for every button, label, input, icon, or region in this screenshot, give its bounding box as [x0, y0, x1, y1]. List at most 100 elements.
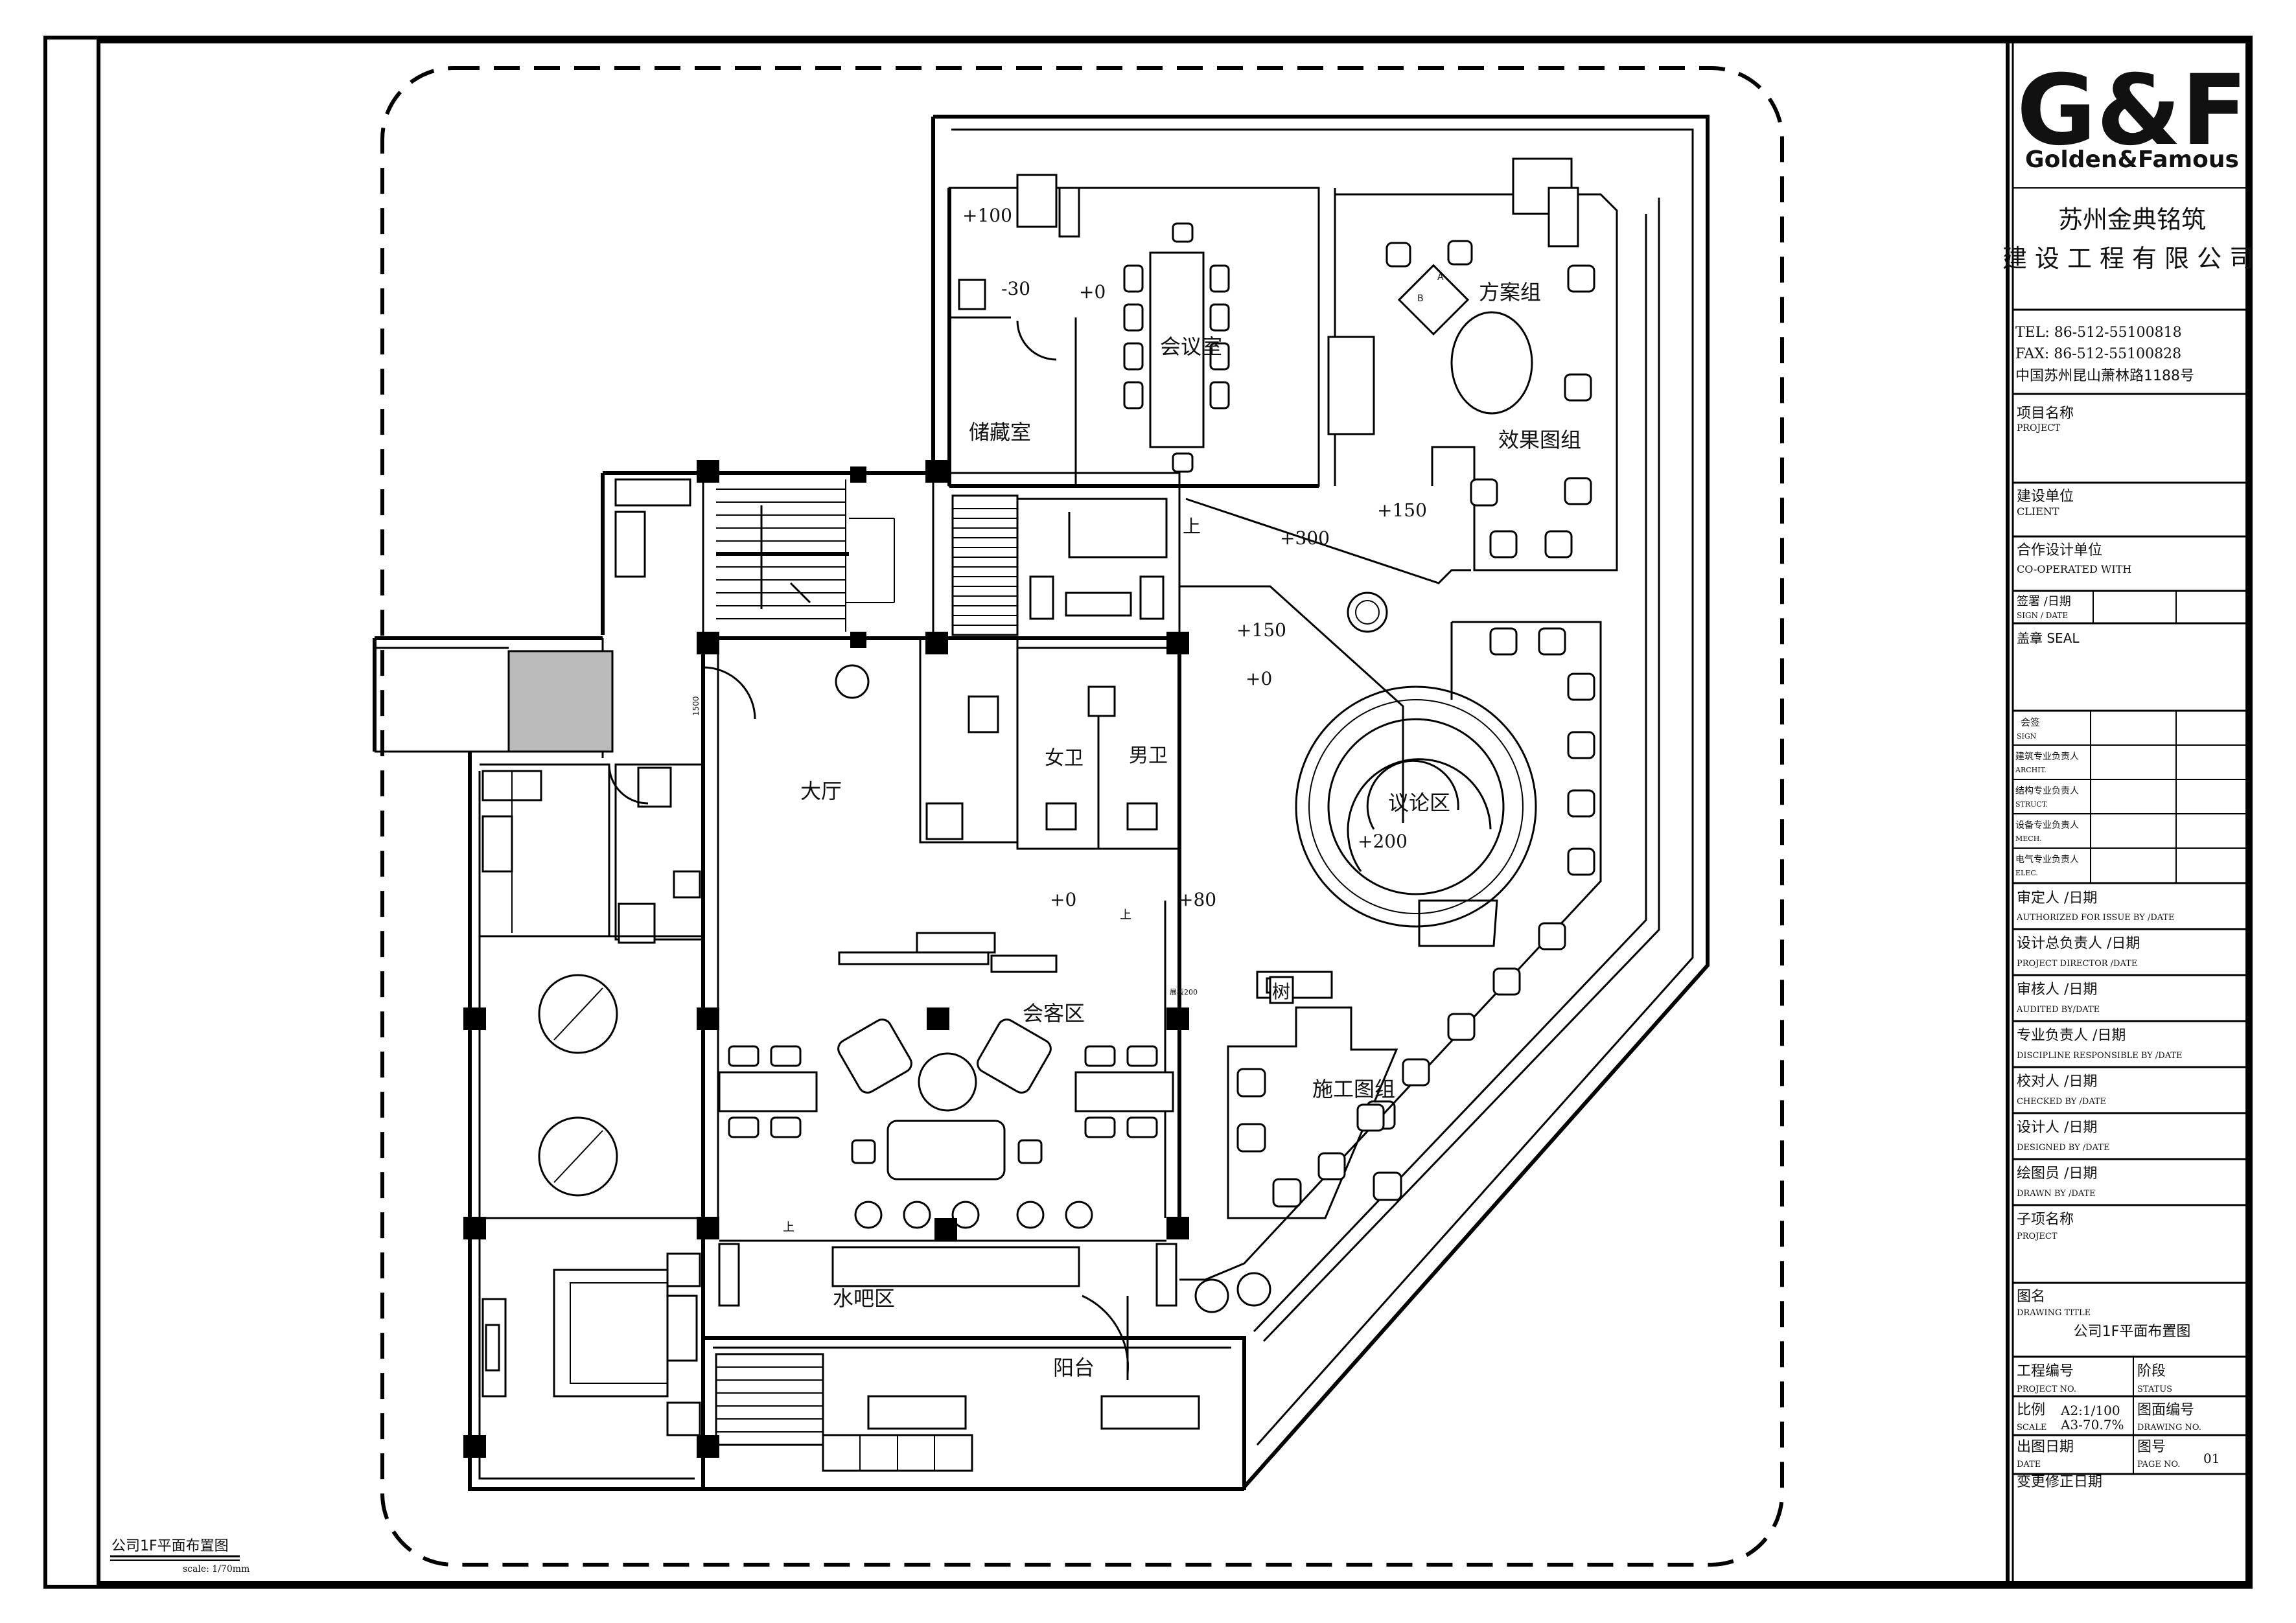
tb-client-en: CLIENT: [2017, 505, 2059, 518]
scheme-table: A B: [1397, 264, 1533, 415]
svg-text:公司1F平面布置图: 公司1F平面布置图: [111, 1538, 229, 1554]
svg-text:出图日期: 出图日期: [2017, 1439, 2074, 1455]
level-mark-4: +300: [1280, 527, 1330, 549]
svg-text:B: B: [1417, 294, 1424, 304]
svg-text:图名: 图名: [2017, 1289, 2045, 1305]
svg-text:STRUCT.: STRUCT.: [2015, 800, 2048, 809]
svg-text:电气专业负责人: 电气专业负责人: [2015, 855, 2079, 865]
tb-coop-en: CO-OPERATED WITH: [2017, 563, 2131, 575]
svg-text:STATUS: STATUS: [2137, 1385, 2172, 1394]
svg-text:CHECKED BY /DATE: CHECKED BY /DATE: [2017, 1097, 2106, 1107]
label-reception: 会客区: [1023, 1001, 1085, 1026]
svg-text:AUTHORIZED FOR ISSUE BY /DATE: AUTHORIZED FOR ISSUE BY /DATE: [2016, 913, 2175, 923]
meeting-table: [1123, 222, 1230, 473]
label-panel-tag: 展板200: [1170, 987, 1198, 996]
label-render-group: 效果图组: [1498, 428, 1581, 452]
svg-text:绘图员 /日期: 绘图员 /日期: [2017, 1166, 2097, 1182]
svg-text:A: A: [1437, 272, 1444, 282]
svg-text:比例: 比例: [2017, 1402, 2045, 1418]
staircase-secondary: [951, 494, 1168, 636]
level-mark-2: -30: [1001, 278, 1030, 299]
company-address: 中国苏州昆山萧林路1188号: [2015, 368, 2194, 384]
svg-text:PROJECT: PROJECT: [2017, 1232, 2058, 1241]
tb-seal: 盖章 SEAL: [2017, 630, 2080, 646]
label-bar: 水吧区: [833, 1286, 895, 1311]
reception-lounge: [718, 932, 1174, 1241]
tb-coop-cn: 合作设计单位: [2017, 542, 2102, 558]
sheet-border: [43, 36, 2253, 1589]
tb-client-cn: 建设单位: [2017, 489, 2074, 505]
company-name-cn-1: 苏州金典铭筑: [2058, 205, 2206, 234]
level-mark-10: +80: [1178, 889, 1216, 910]
svg-text:G&F: G&F: [2017, 54, 2247, 167]
label-women: 女卫: [1045, 747, 1084, 770]
svg-text:结构专业负责人: 结构专业负责人: [2015, 786, 2079, 796]
svg-text:DISCIPLINE RESPONSIBLE BY /DAT: DISCIPLINE RESPONSIBLE BY /DATE: [2017, 1051, 2183, 1061]
label-hall: 大厅: [800, 779, 842, 803]
level-mark-5: +150: [1377, 500, 1427, 521]
svg-text:PROJECT NO.: PROJECT NO.: [2017, 1385, 2076, 1394]
level-mark-3: +0: [1079, 281, 1106, 303]
level-mark-8: +200: [1358, 831, 1408, 852]
tb-project-en: PROJECT: [2017, 423, 2061, 433]
label-discussion: 议论区: [1388, 790, 1450, 815]
svg-text:变更修正日期: 变更修正日期: [2017, 1474, 2102, 1490]
room-labels: 会议室 储藏室 方案组 效果图组 大厅 女卫 男卫 议论区 会客区 施工图组 水…: [691, 280, 1581, 1380]
stone-planter: [507, 650, 614, 753]
countersign-grid: 会签 SIGN 建筑专业负责人 ARCHIT. 结构专业负责人 STRUCT. …: [2013, 711, 2247, 883]
svg-text:图号: 图号: [2137, 1439, 2166, 1455]
svg-text:工程编号: 工程编号: [2017, 1363, 2074, 1379]
label-construction-group: 施工图组: [1312, 1077, 1395, 1101]
svg-text:审核人 /日期: 审核人 /日期: [2017, 982, 2097, 998]
floor-plan: A B: [373, 115, 1710, 1491]
svg-text:MECH.: MECH.: [2015, 835, 2042, 843]
svg-text:专业负责人 /日期: 专业负责人 /日期: [2017, 1028, 2126, 1044]
discussion-round: [1295, 592, 1537, 928]
svg-text:审定人 /日期: 审定人 /日期: [2017, 890, 2097, 906]
label-tree: 树: [1272, 981, 1290, 1002]
svg-text:ARCHIT.: ARCHIT.: [2015, 766, 2047, 774]
structural-columns: [463, 460, 1189, 1458]
label-balcony: 阳台: [1053, 1355, 1095, 1380]
label-door-width: 1500: [691, 696, 701, 716]
site-boundary: [380, 66, 1784, 1567]
dining-tables: [538, 974, 618, 1197]
level-mark-9: +0: [1050, 889, 1076, 910]
level-mark-6: +150: [1236, 619, 1286, 641]
scale-value-a2: A2:1/100: [2060, 1403, 2120, 1418]
svg-text:Golden&Famous: Golden&Famous: [2025, 146, 2239, 173]
bedroom-bed: [481, 1252, 701, 1436]
balcony: [713, 1295, 1231, 1472]
title-block: G&F Golden&Famous 苏州金典铭筑 建设工程有限公司 TEL: 8…: [2002, 54, 2254, 1490]
office-chairs: [1386, 240, 1595, 558]
level-mark-7: +0: [1246, 668, 1272, 689]
svg-text:子项名称: 子项名称: [2017, 1212, 2074, 1228]
svg-text:图面编号: 图面编号: [2137, 1402, 2194, 1418]
tb-project-cn: 项目名称: [2017, 406, 2074, 422]
svg-text:建筑专业负责人: 建筑专业负责人: [2015, 752, 2079, 762]
svg-text:阶段: 阶段: [2137, 1363, 2166, 1379]
level-mark-1: +100: [962, 205, 1012, 226]
label-up-3: 上: [783, 1221, 794, 1234]
svg-text:SIGN: SIGN: [2017, 732, 2037, 741]
company-logo: G&F Golden&Famous: [2017, 54, 2247, 173]
diagonal-chairs: [1317, 627, 1595, 1180]
tb-sign-en: SIGN / DATE: [2017, 611, 2068, 620]
label-storage: 储藏室: [969, 420, 1031, 444]
company-tel: TEL: 86-512-55100818: [2015, 325, 2182, 341]
svg-text:AUDITED BY/DATE: AUDITED BY/DATE: [2016, 1005, 2100, 1015]
scale-value-a3: A3-70.7%: [2060, 1417, 2124, 1433]
svg-text:设备专业负责人: 设备专业负责人: [2015, 820, 2079, 831]
svg-text:DRAWING NO.: DRAWING NO.: [2137, 1423, 2201, 1433]
label-up-1: 上: [1183, 516, 1201, 537]
svg-text:DRAWN BY /DATE: DRAWN BY /DATE: [2017, 1189, 2096, 1199]
staircase-main: [702, 472, 934, 639]
company-fax: FAX: 86-512-55100828: [2015, 346, 2181, 362]
svg-text:SCALE: SCALE: [2017, 1423, 2047, 1433]
label-meeting-room: 会议室: [1160, 334, 1222, 359]
svg-text:DATE: DATE: [2017, 1460, 2041, 1469]
svg-text:DRAWING TITLE: DRAWING TITLE: [2017, 1308, 2091, 1318]
svg-text:PAGE NO.: PAGE NO.: [2137, 1460, 2180, 1469]
page-number: 01: [2203, 1451, 2220, 1466]
